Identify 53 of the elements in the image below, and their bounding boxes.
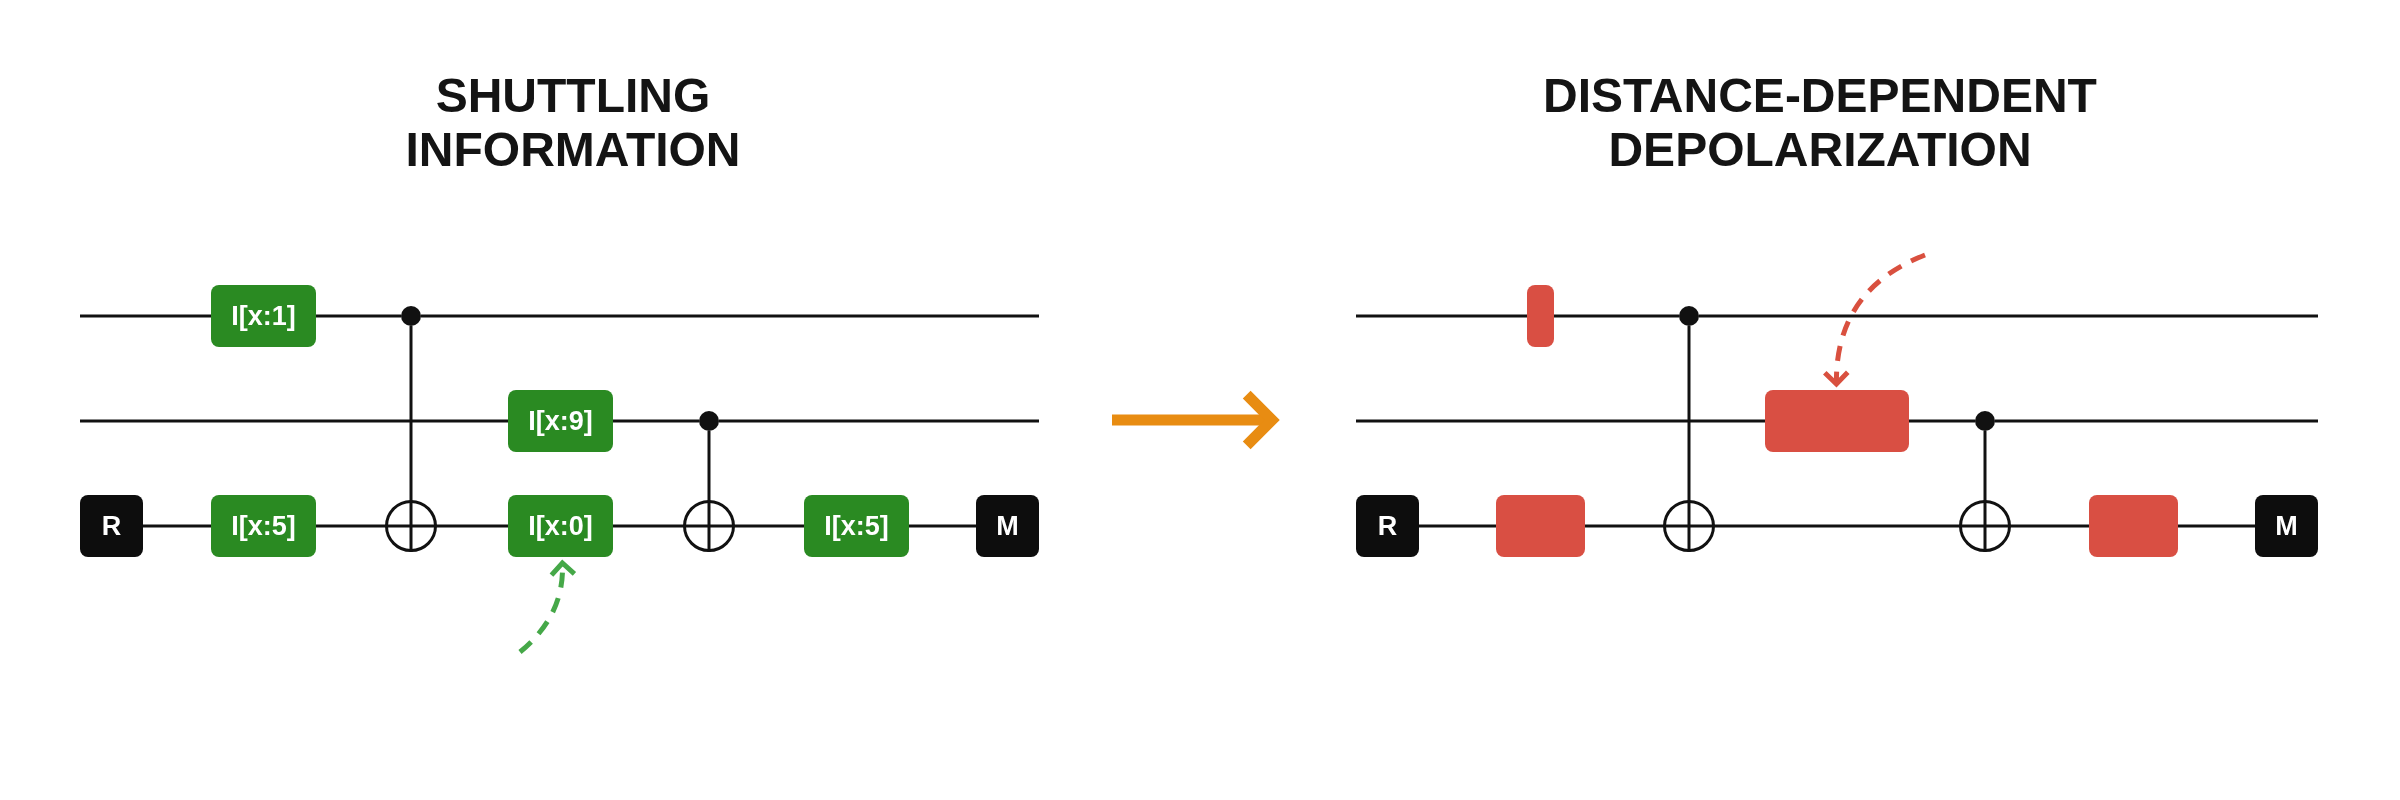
wire-line xyxy=(1699,314,2318,318)
target-symbol xyxy=(1959,500,2011,552)
wire-line xyxy=(1356,314,1527,318)
wire-line xyxy=(437,524,508,528)
control-line xyxy=(1687,326,1691,500)
wire-line xyxy=(1554,314,1679,318)
control-dot xyxy=(401,306,421,326)
gate-box: I[x:5] xyxy=(804,495,909,557)
wire-line xyxy=(909,524,976,528)
wire-line xyxy=(719,419,1039,423)
gate-box: I[x:0] xyxy=(508,495,613,557)
wire-line xyxy=(2011,524,2089,528)
target-symbol xyxy=(1663,500,1715,552)
control-line xyxy=(707,431,711,500)
target-symbol xyxy=(683,500,735,552)
wire-line xyxy=(80,419,508,423)
dashed-arrow xyxy=(1822,252,1926,387)
wire-line xyxy=(1419,524,1496,528)
wire-line xyxy=(316,524,385,528)
wire-line xyxy=(1356,419,1765,423)
wire-line xyxy=(1715,524,1959,528)
wire-line xyxy=(613,419,699,423)
wire-line xyxy=(421,314,1039,318)
panel-heading: SHUTTLING INFORMATION xyxy=(405,69,741,176)
gate-box: I[x:1] xyxy=(211,285,316,347)
control-dot xyxy=(1975,411,1995,431)
wire-line xyxy=(1909,419,1975,423)
gate-box xyxy=(1496,495,1585,557)
control-dot xyxy=(1679,306,1699,326)
arrow xyxy=(1112,389,1278,451)
wire-line xyxy=(80,314,211,318)
control-dot xyxy=(699,411,719,431)
wire-line xyxy=(316,314,401,318)
wire-line xyxy=(2178,524,2255,528)
wire-line xyxy=(143,524,211,528)
gate-box: I[x:9] xyxy=(508,390,613,452)
gate-box: M xyxy=(976,495,1039,557)
control-line xyxy=(1983,431,1987,500)
wire-line xyxy=(1585,524,1663,528)
gate-box: R xyxy=(80,495,143,557)
target-symbol xyxy=(385,500,437,552)
gate-box xyxy=(1527,285,1554,347)
gate-box: I[x:5] xyxy=(211,495,316,557)
wire-line xyxy=(613,524,683,528)
wire-line xyxy=(735,524,804,528)
gate-box: M xyxy=(2255,495,2318,557)
gate-box xyxy=(2089,495,2178,557)
control-line xyxy=(409,326,413,500)
panel-heading: DISTANCE-DEPENDENT DEPOLARIZATION xyxy=(1543,69,2097,176)
gate-box: R xyxy=(1356,495,1419,557)
dashed-arrow xyxy=(518,560,577,654)
wire-line xyxy=(1995,419,2318,423)
gate-box xyxy=(1765,390,1909,452)
